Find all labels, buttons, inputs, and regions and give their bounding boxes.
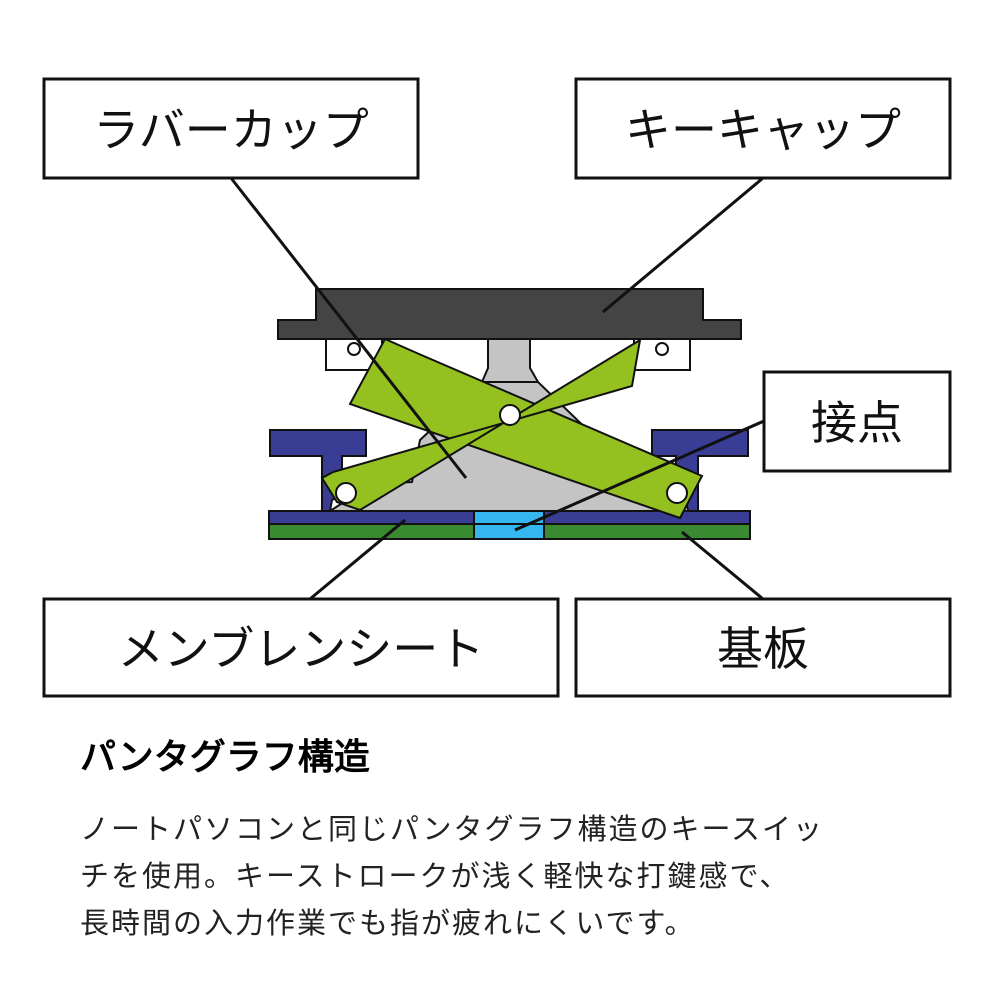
description-line: ノートパソコンと同じパンタグラフ構造のキースイッ	[80, 812, 825, 846]
label-contact: 接点	[811, 396, 903, 450]
leader-board	[681, 530, 764, 601]
label-box-contact: 接点	[762, 370, 952, 473]
label-membrane-sheet: メンブレンシート	[118, 622, 485, 676]
label-rubber-cup: ラバーカップ	[93, 103, 369, 157]
label-box-membrane-sheet: メンブレンシート	[42, 597, 560, 698]
pantograph-cross-section: ラバーカップ キーキャップ 接点 メンブレンシート 基板	[42, 77, 952, 698]
leader-membrane-sheet	[309, 518, 406, 601]
left-hinge-hole-icon	[347, 342, 361, 356]
label-keycap: キーキャップ	[625, 103, 901, 157]
scissor-pivot-icon	[499, 404, 521, 426]
label-box-rubber-cup: ラバーカップ	[42, 77, 420, 180]
leader-keycap	[602, 176, 764, 314]
label-box-board: 基板	[574, 597, 952, 698]
keycap-stem	[480, 338, 540, 383]
scissor-end-right-icon	[666, 482, 688, 504]
description-line: チを使用。キーストロークが浅く軽快な打鍵感で、	[80, 859, 791, 893]
right-hinge-hole-icon	[655, 342, 669, 356]
scissor-end-left-icon	[335, 482, 357, 504]
leader-contact	[514, 419, 765, 532]
keycap	[277, 288, 742, 340]
label-board: 基板	[717, 622, 809, 676]
section-heading: パンタグラフ構造	[80, 737, 370, 778]
label-box-keycap: キーキャップ	[574, 77, 952, 180]
scissor-arm-left-to-right	[348, 337, 704, 520]
scissor-arm-right-to-left	[320, 338, 642, 512]
description-line: 長時間の入力作業でも指が疲れにくいです。	[80, 906, 696, 940]
leader-rubber-cup	[229, 177, 468, 479]
description: ノートパソコンと同じパンタグラフ構造のキースイッ チを使用。キーストロークが浅く…	[80, 806, 940, 947]
